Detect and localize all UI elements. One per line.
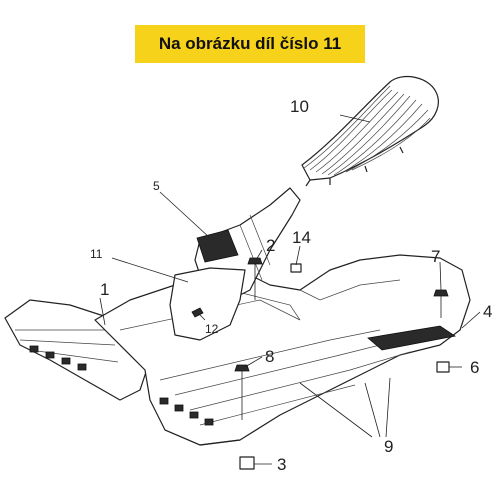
- callout-12: 12: [205, 322, 219, 336]
- banner-text: Na obrázku díl číslo 11: [158, 34, 342, 53]
- footrest-mat-part: [301, 75, 439, 187]
- part-number-banner: Na obrázku díl číslo 11: [135, 25, 365, 63]
- callout-3: 3: [277, 455, 286, 474]
- center-shield-part: [169, 267, 246, 341]
- callout-5: 5: [153, 179, 160, 193]
- floor-panel-part: [94, 254, 471, 446]
- fasteners: [191, 257, 450, 470]
- step-pad-part: [367, 325, 457, 351]
- callout-9: 9: [384, 437, 393, 456]
- callout-8: 8: [265, 347, 274, 366]
- callout-11: 11: [90, 247, 103, 261]
- callout-1: 1: [100, 280, 109, 299]
- callout-7: 7: [431, 247, 440, 266]
- callout-4: 4: [483, 302, 492, 321]
- callout-labels: 10 5 11 1 2 14 7 4 6 3 8 12 9: [90, 97, 492, 474]
- callout-10: 10: [290, 97, 309, 116]
- callout-2: 2: [266, 236, 275, 255]
- callout-14: 14: [292, 228, 311, 247]
- leader-lines: [99, 114, 481, 465]
- callout-6: 6: [470, 358, 479, 377]
